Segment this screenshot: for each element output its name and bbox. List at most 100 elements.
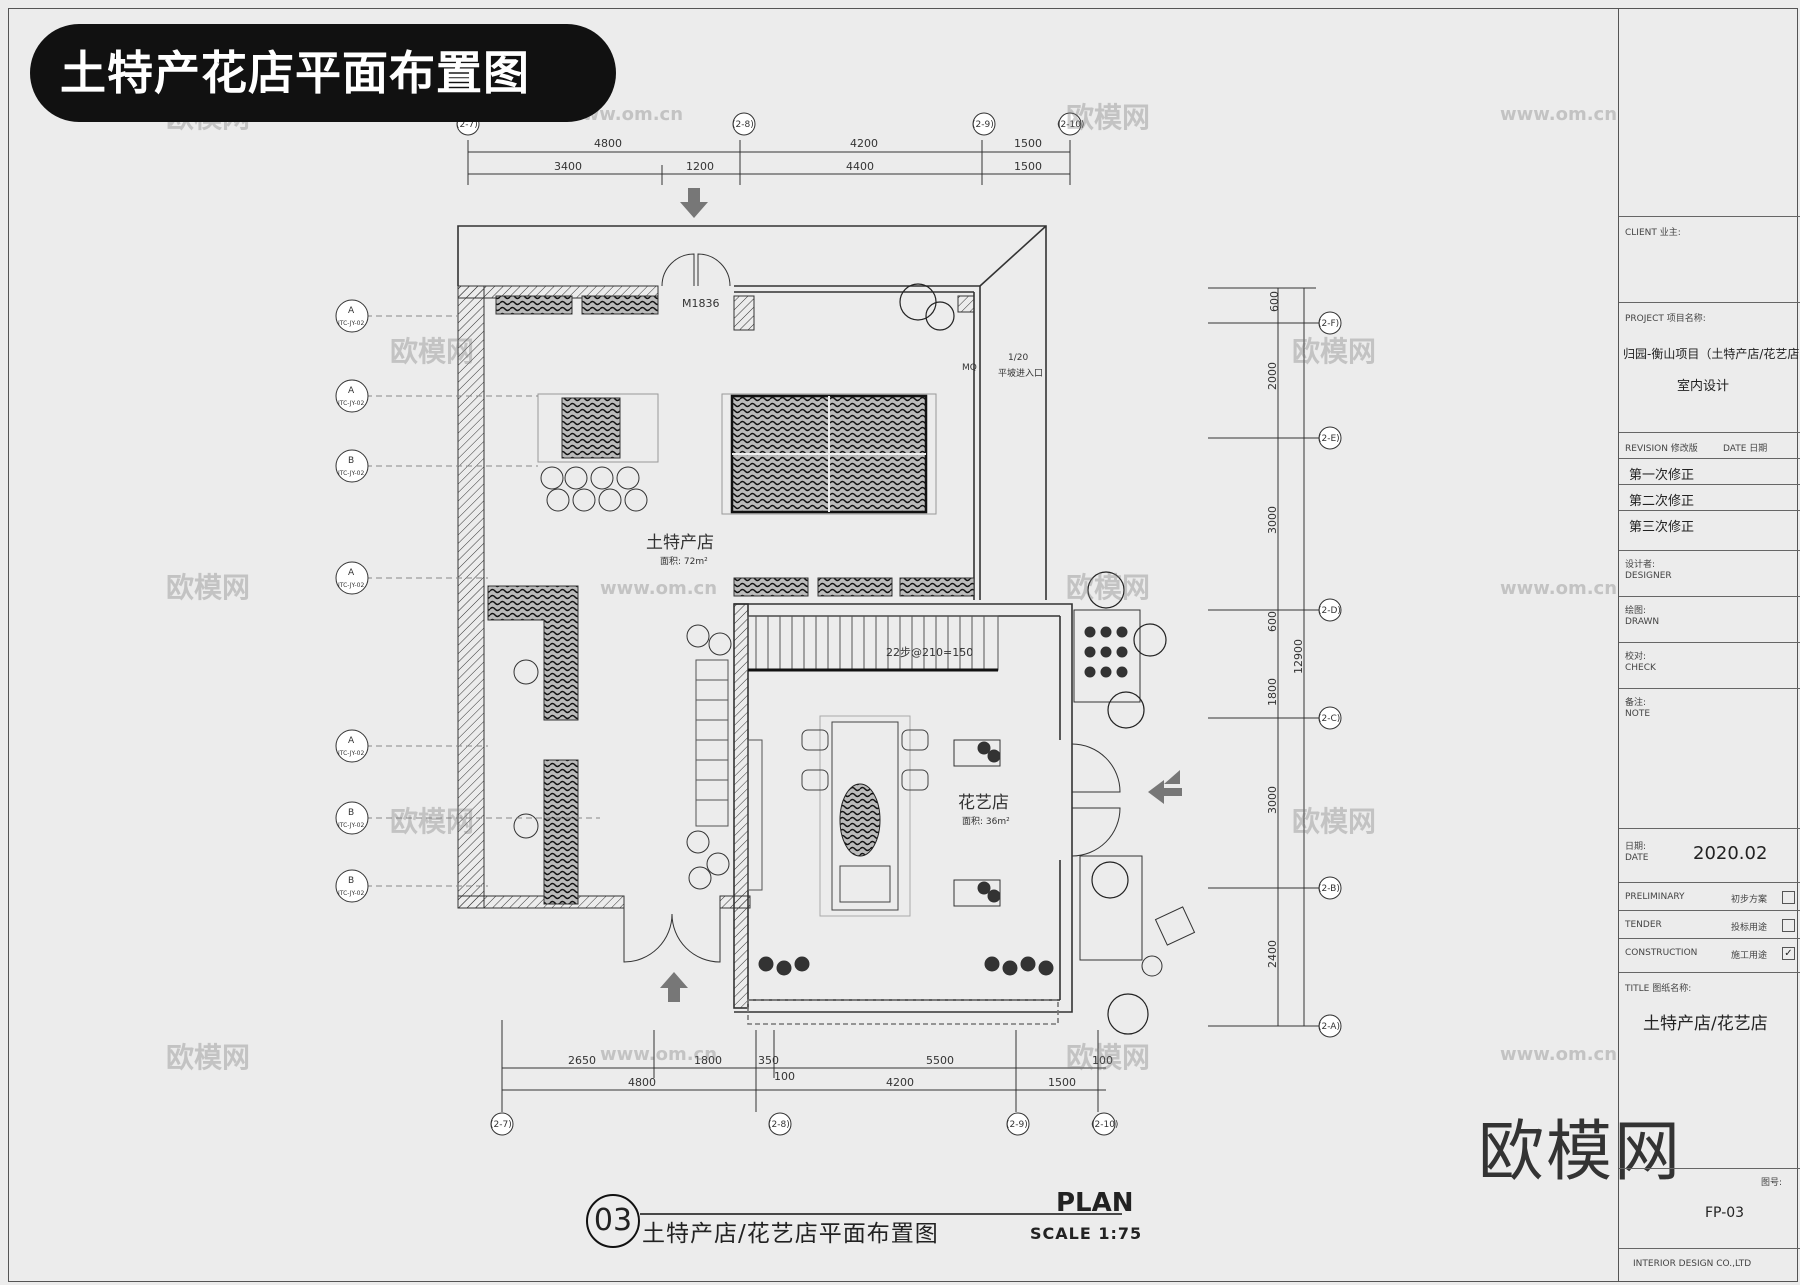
tb-tender-cn: 投标用途 xyxy=(1731,923,1768,933)
mo-label: MQ xyxy=(962,363,977,373)
watermark-3: 欧模网 xyxy=(390,335,475,368)
tb-revision-3: 第三次修正 xyxy=(1619,510,1800,550)
grid-right-6: (2-A) xyxy=(1318,1022,1340,1032)
tb-revision-date: DATE 日期 xyxy=(1723,444,1768,454)
tb-designer-label: 设计者: xyxy=(1625,560,1656,570)
grid-top-4: (2-10) xyxy=(1057,120,1084,130)
mid-shelves xyxy=(733,577,975,597)
grid-bottom-2: (2-8) xyxy=(768,1120,790,1130)
tb-project-label: PROJECT 项目名称: xyxy=(1625,314,1706,324)
tb-check-en: CHECK xyxy=(1625,663,1656,673)
room-left-name: 土特产店 xyxy=(646,533,714,553)
watermark-6: 欧模网 xyxy=(1066,571,1151,604)
tb-client-label: CLIENT 业主: xyxy=(1625,228,1681,238)
section-letter-7: B xyxy=(348,876,354,886)
dim-bottom-2: 1800 xyxy=(694,1054,722,1067)
section-ref-7: ITC-JY-02 xyxy=(338,890,364,897)
tb-check-label: 校对: xyxy=(1625,652,1647,662)
grid-right-5: (2-B) xyxy=(1318,884,1340,894)
tb-note-row: 备注: NOTE xyxy=(1619,688,1800,828)
tb-revision-2-label: 第二次修正 xyxy=(1629,494,1695,509)
dim-bottom-5: 100 xyxy=(1092,1054,1113,1067)
tb-preliminary-row: PRELIMINARY 初步方案 xyxy=(1619,882,1800,910)
bottom-door xyxy=(623,908,721,963)
top-door xyxy=(661,253,731,287)
tb-tender-checkbox[interactable] xyxy=(1782,919,1795,932)
section-mark-texts: A ITC-JY-02 A ITC-JY-02 B ITC-JY-02 A IT… xyxy=(338,306,364,897)
tb-company: INTERIOR DESIGN CO.,LTD xyxy=(1633,1259,1752,1269)
dim-right-7: 2400 xyxy=(1266,940,1279,968)
tb-revision-2: 第二次修正 xyxy=(1619,484,1800,510)
drawing-title: 土特产店/花艺店平面布置图 xyxy=(642,1221,939,1247)
room-left-area: 面积: 72m² xyxy=(660,555,708,567)
section-ref-6: ITC-JY-02 xyxy=(338,822,364,829)
section-letter-1: A xyxy=(348,306,355,316)
drawing-frame xyxy=(8,8,1798,1282)
dim-bottom-8: 4200 xyxy=(886,1076,914,1089)
dim-top-3: 1500 xyxy=(1014,137,1042,150)
grid-bottom-1: (2-7) xyxy=(490,1120,512,1130)
building-outline xyxy=(457,225,1047,600)
tb-date-value: 2020.02 xyxy=(1693,843,1768,864)
small-display-table xyxy=(537,393,659,512)
dim-top-5: 1200 xyxy=(686,160,714,173)
watermark-7: 欧模网 xyxy=(390,805,475,838)
dim-top-2: 4200 xyxy=(850,137,878,150)
dim-right-6: 3000 xyxy=(1266,786,1279,814)
dim-bottom-9: 1500 xyxy=(1048,1076,1076,1089)
tb-tender-row: TENDER 投标用途 xyxy=(1619,910,1800,938)
bottom-dimensions xyxy=(501,1020,1106,1112)
tb-revision-3-label: 第三次修正 xyxy=(1629,520,1695,535)
center-display-table xyxy=(721,393,937,515)
tb-drawn-label: 绘图: xyxy=(1625,606,1647,616)
tb-date-label: 日期: xyxy=(1625,842,1647,852)
stairs xyxy=(747,615,999,672)
watermark-9: 欧模网 xyxy=(166,1041,251,1074)
section-ref-5: ITC-JY-02 xyxy=(338,750,364,757)
flower-shelves xyxy=(686,624,763,891)
watermark-10: 欧模网 xyxy=(1066,1041,1151,1074)
watermark-8: 欧模网 xyxy=(1292,805,1377,838)
watermark-logo: 欧模网 xyxy=(1478,1113,1682,1190)
tb-revision-head: REVISION 修改版 DATE 日期 xyxy=(1619,432,1800,458)
dim-bottom-4: 5500 xyxy=(926,1054,954,1067)
watermark-4: 欧模网 xyxy=(1292,335,1377,368)
tb-construction-checkbox[interactable]: ✓ xyxy=(1782,947,1795,960)
right-dim-texts: 600 2000 3000 600 1800 3000 2400 12900 xyxy=(1266,291,1305,968)
tb-designer-en: DESIGNER xyxy=(1625,571,1672,581)
tb-title-value: 土特产店/花艺店 xyxy=(1643,1014,1768,1034)
grid-right-2: (2-E) xyxy=(1318,434,1340,444)
tb-construction-cn: 施工用途 xyxy=(1731,951,1768,961)
tb-project-name: 归园-衡山项目（土特产店/花艺店） xyxy=(1623,347,1800,361)
tb-preliminary-checkbox[interactable] xyxy=(1782,891,1795,904)
tb-revision-label: REVISION 修改版 xyxy=(1625,444,1698,454)
dim-right-3: 3000 xyxy=(1266,506,1279,534)
section-ref-3: ITC-JY-02 xyxy=(338,470,364,477)
tb-sheet-no: FP-03 xyxy=(1705,1205,1745,1221)
page-title-banner: 土特产花店平面布置图 xyxy=(30,24,616,122)
tb-client-row: CLIENT 业主: xyxy=(1619,216,1800,302)
watermark-url-6: www.om.cn xyxy=(1500,1044,1618,1065)
tb-preliminary-cn: 初步方案 xyxy=(1731,895,1768,905)
grid-right-4: (2-C) xyxy=(1318,714,1340,724)
tb-title-row: TITLE 图纸名称: 土特产店/花艺店 xyxy=(1619,972,1800,1168)
section-lines xyxy=(366,315,600,887)
section-letter-6: B xyxy=(348,808,354,818)
door-label-top: M1836 xyxy=(682,297,720,310)
section-ref-1: ITC-JY-02 xyxy=(338,320,364,327)
dim-top-6: 4400 xyxy=(846,160,874,173)
grid-bottom-4: (2-10) xyxy=(1091,1120,1118,1130)
title-block: CLIENT 业主: PROJECT 项目名称: 归园-衡山项目（土特产店/花艺… xyxy=(1618,8,1800,1282)
ramp-sub: 平坡进入口 xyxy=(998,367,1043,379)
dim-bottom-3: 350 xyxy=(758,1054,779,1067)
scale-label: SCALE 1:75 xyxy=(1030,1224,1143,1243)
tb-construction-label: CONSTRUCTION xyxy=(1625,948,1698,958)
tb-drawn-row: 绘图: DRAWN xyxy=(1619,596,1800,642)
grid-bubbles-bottom xyxy=(490,1112,1116,1136)
section-letter-5: A xyxy=(348,736,355,746)
dim-bottom-1: 2650 xyxy=(568,1054,596,1067)
dim-right-1: 600 xyxy=(1268,291,1281,312)
drawing-number: 03 xyxy=(586,1194,640,1248)
work-table xyxy=(801,715,929,917)
